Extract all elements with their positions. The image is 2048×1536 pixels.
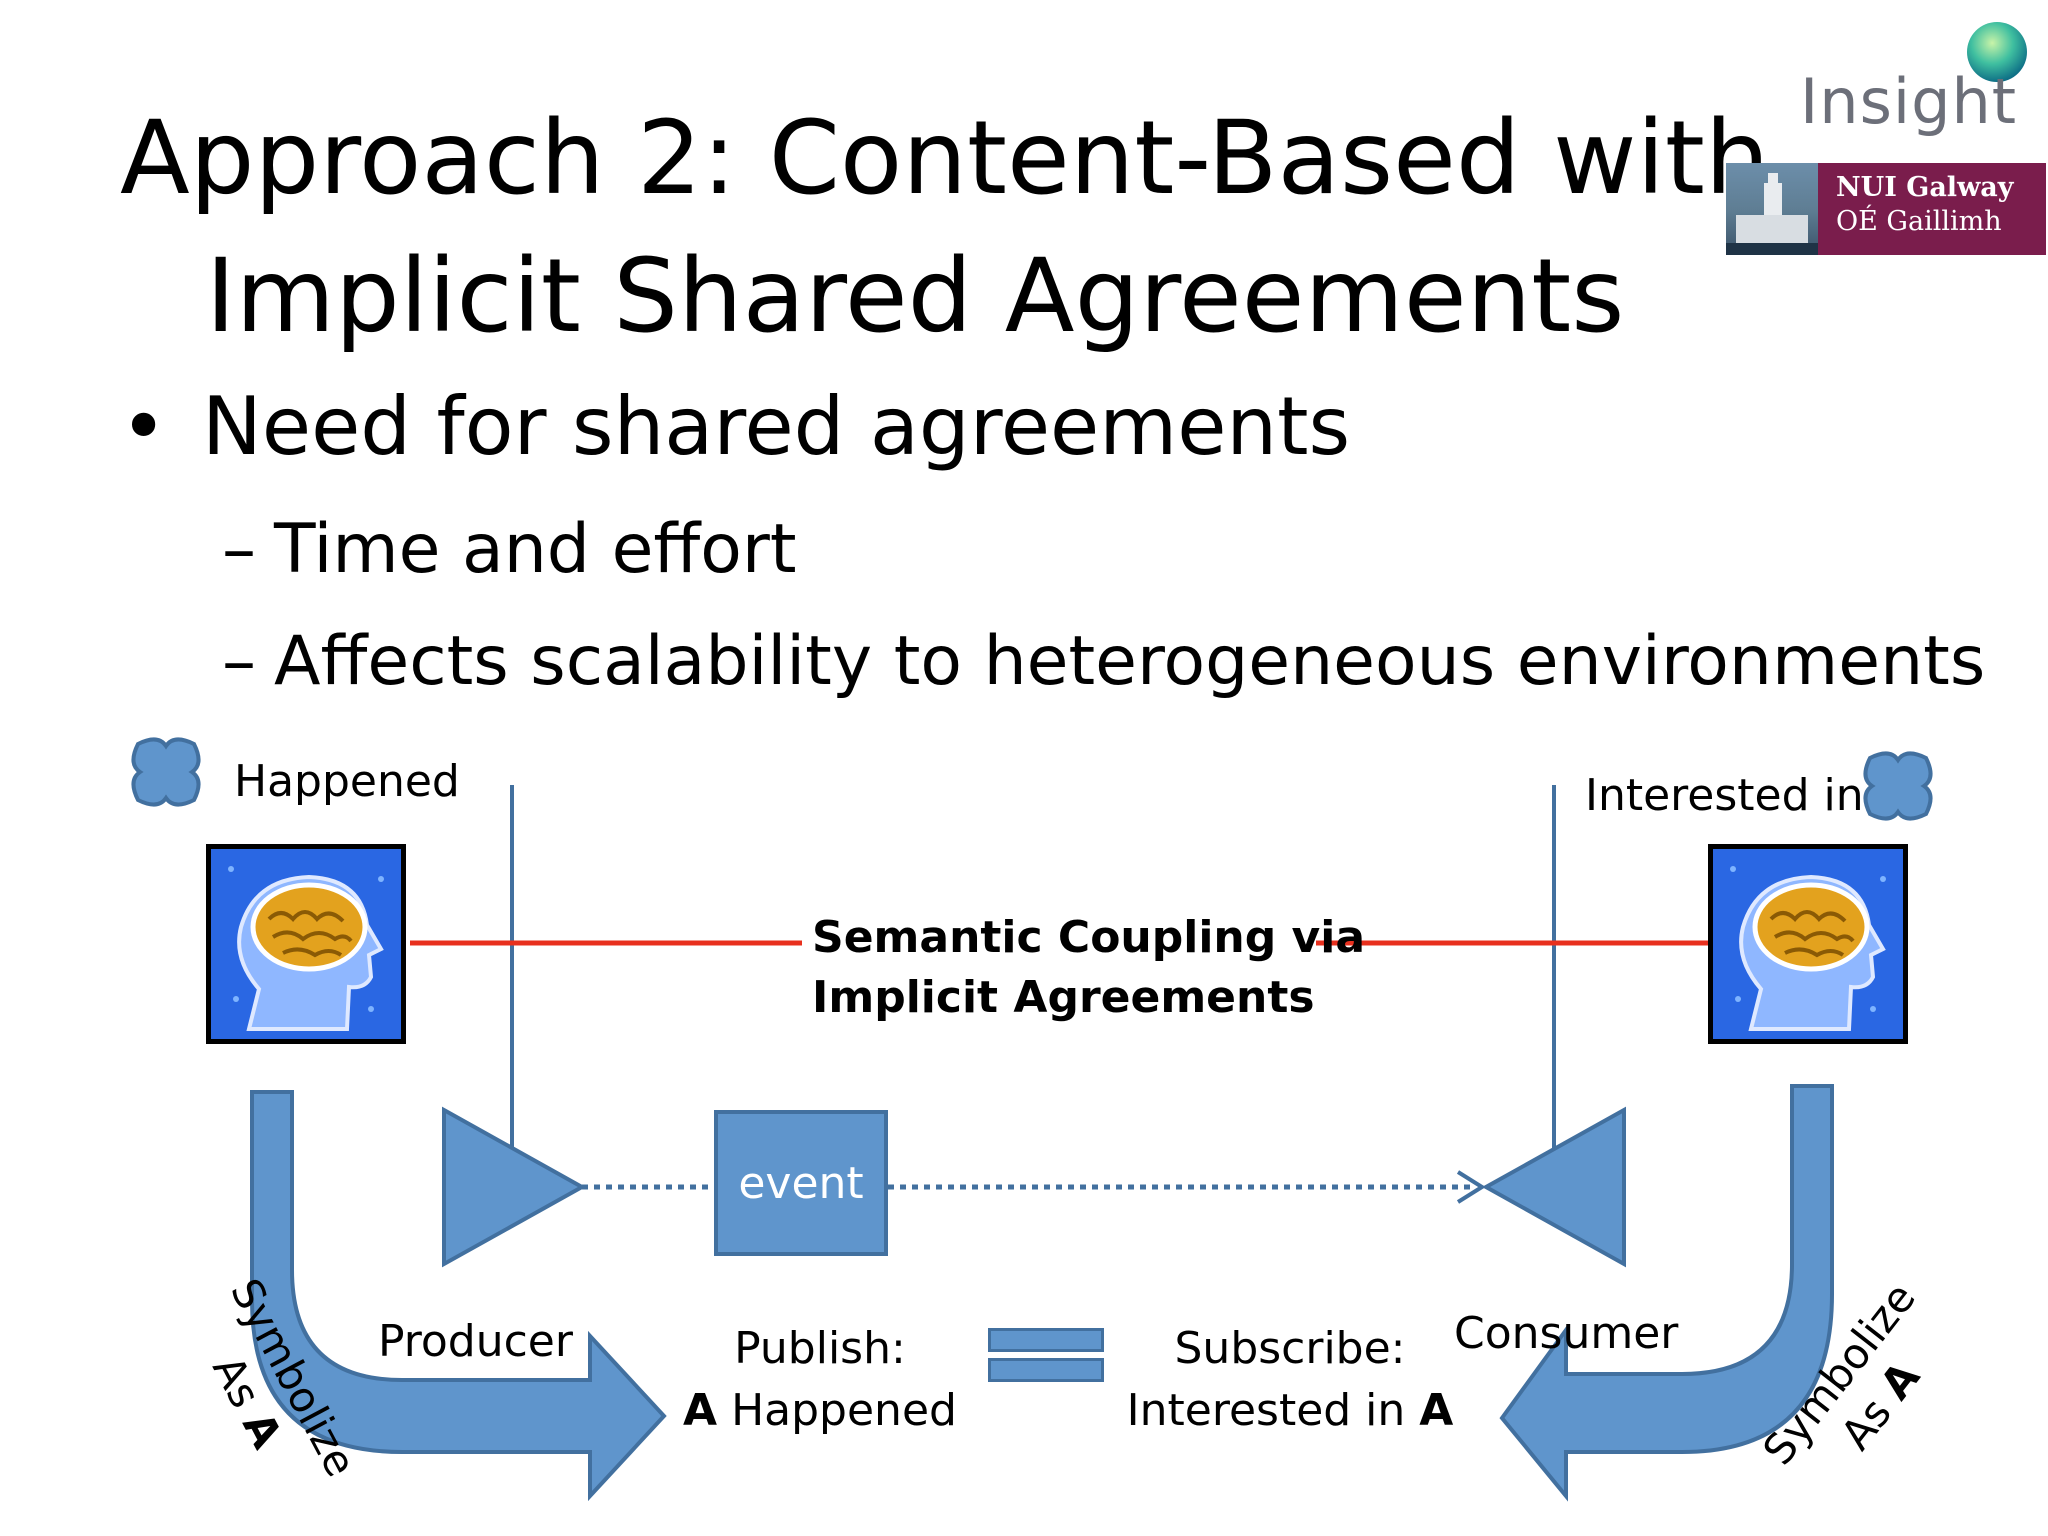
event-box: event bbox=[714, 1110, 888, 1256]
producer-label: Producer bbox=[378, 1316, 573, 1367]
publish-line1: Publish: bbox=[734, 1323, 906, 1374]
consumer-brain-icon bbox=[1708, 844, 1908, 1044]
slide-title: Approach 2: Content-Based with Implicit … bbox=[120, 90, 1770, 366]
bullet-sub1: –Time and effort bbox=[222, 510, 796, 589]
consumer-triangle bbox=[1481, 1106, 1626, 1268]
insight-logo: Insight bbox=[1800, 65, 2018, 138]
happened-label: Happened bbox=[234, 756, 460, 807]
subscribe-symbol-a: A bbox=[1419, 1385, 1454, 1436]
producer-brain-icon bbox=[206, 844, 406, 1044]
nui-galway-logo: NUI Galway OÉ Gaillimh bbox=[1726, 163, 2046, 255]
subscribe-label: Subscribe: Interested in A bbox=[1120, 1318, 1460, 1442]
subscribe-line1: Subscribe: bbox=[1174, 1323, 1406, 1374]
symbolize-arrow-left bbox=[250, 1090, 667, 1502]
happened-badge-icon bbox=[131, 737, 201, 807]
slide-title-line2: Implicit Shared Agreements bbox=[205, 237, 1625, 356]
coupling-label-line2: Implicit Agreements bbox=[812, 972, 1315, 1023]
bullet-main-text: Need for shared agreements bbox=[202, 380, 1351, 473]
consumer-label: Consumer bbox=[1454, 1308, 1679, 1359]
nui-galway-text: NUI Galway bbox=[1836, 172, 2014, 203]
bullet-main: • Need for shared agreements bbox=[120, 380, 1350, 473]
publish-line2: A Happened bbox=[680, 1380, 960, 1442]
bullet-sub1-text: Time and effort bbox=[274, 510, 797, 589]
interested-in-label: Interested in bbox=[1585, 770, 1864, 821]
subscribe-interested-in: Interested in bbox=[1126, 1385, 1420, 1436]
bullet-dot-icon: • bbox=[120, 380, 168, 473]
coupling-label-line1: Semantic Coupling via bbox=[812, 912, 1366, 963]
bullet-sub2-text: Affects scalability to heterogeneous env… bbox=[274, 622, 1986, 701]
subscribe-line2: Interested in A bbox=[1120, 1380, 1460, 1442]
dash-icon: – bbox=[222, 622, 256, 701]
dash-icon: – bbox=[222, 510, 256, 589]
interested-badge-icon bbox=[1863, 751, 1933, 821]
insight-logo-orb-icon bbox=[1967, 22, 2027, 82]
publish-symbol-a: A bbox=[683, 1385, 718, 1436]
equals-bar-bottom bbox=[988, 1358, 1104, 1382]
symbolize-arrow-right bbox=[1499, 1084, 1834, 1502]
publish-happened: Happened bbox=[717, 1385, 957, 1436]
equals-bar-top bbox=[988, 1328, 1104, 1352]
bullet-sub2: –Affects scalability to heterogeneous en… bbox=[222, 622, 1985, 701]
oe-gaillimh-text: OÉ Gaillimh bbox=[1836, 206, 2002, 237]
university-tower-icon bbox=[1726, 163, 1818, 255]
publish-label: Publish: A Happened bbox=[680, 1318, 960, 1442]
producer-triangle bbox=[442, 1106, 587, 1268]
slide-title-line1: Approach 2: Content-Based with bbox=[120, 99, 1770, 218]
